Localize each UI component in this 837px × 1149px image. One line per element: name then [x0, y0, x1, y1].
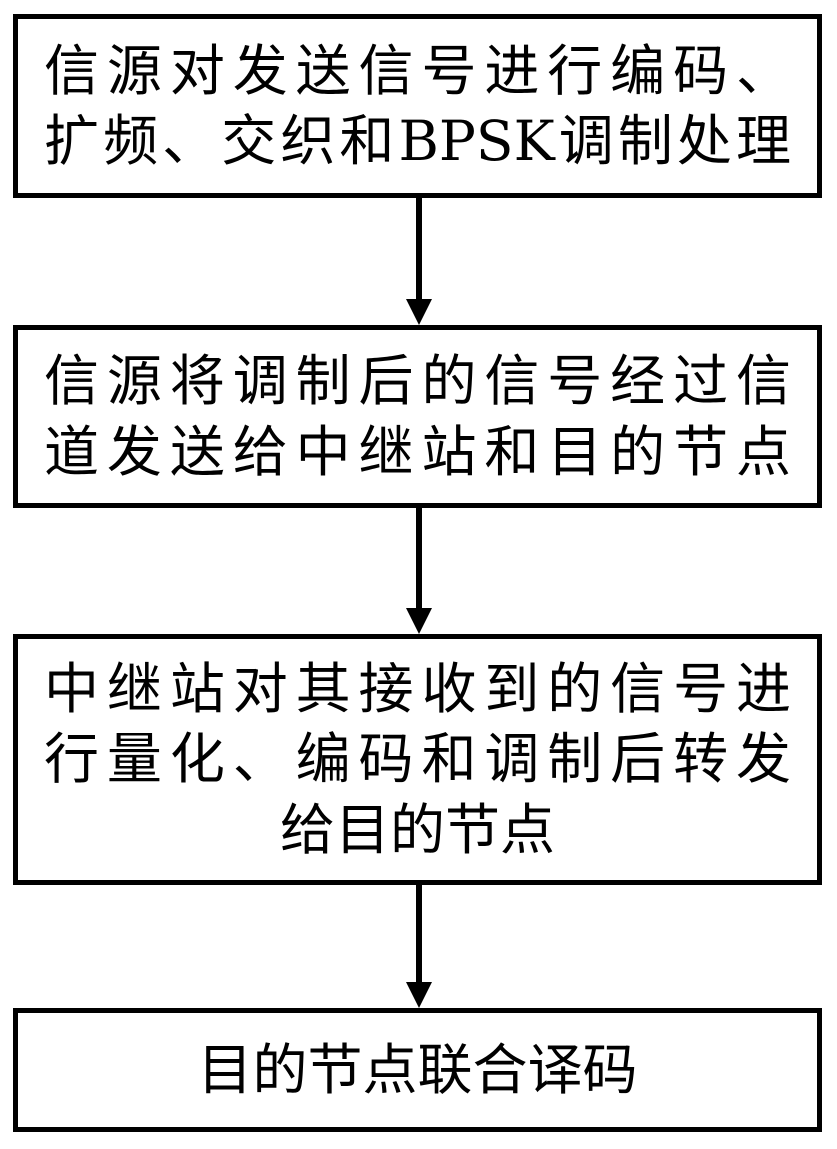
text-line: 给目的节点 [279, 797, 555, 862]
arrow-connector-1 [406, 198, 432, 325]
text-line: 目的节点联合译码 [197, 1037, 638, 1102]
arrow-stem [416, 508, 422, 608]
process-box-source-encoding-text: 信源对发送信号进行编码、 扩频、交织和BPSK调制处理 [18, 36, 817, 177]
arrow-stem [416, 885, 422, 982]
arrow-connector-3 [406, 885, 432, 1008]
text-line: 中继站对其接收到的信号进 [44, 656, 791, 721]
process-box-destination-decoding: 目的节点联合译码 [13, 1008, 822, 1132]
process-box-relay-forward-text: 中继站对其接收到的信号进 行量化、编码和调制后转发 给目的节点 [18, 654, 817, 865]
arrow-stem [416, 198, 422, 299]
text-line: 信源对发送信号进行编码、 [44, 38, 791, 103]
process-box-destination-decoding-text: 目的节点联合译码 [18, 1035, 817, 1105]
process-box-source-transmit: 信源将调制后的信号经过信 道发送给中继站和目的节点 [13, 325, 822, 508]
text-line: 扩频、交织和BPSK调制处理 [44, 109, 791, 173]
arrow-connector-2 [406, 508, 432, 634]
process-box-source-transmit-text: 信源将调制后的信号经过信 道发送给中继站和目的节点 [18, 346, 817, 487]
process-box-source-encoding: 信源对发送信号进行编码、 扩频、交织和BPSK调制处理 [13, 14, 822, 198]
text-line: 信源将调制后的信号经过信 [44, 349, 791, 414]
arrow-head-down-icon [406, 299, 432, 325]
arrow-head-down-icon [406, 982, 432, 1008]
text-line: 道发送给中继站和目的节点 [44, 419, 791, 484]
process-box-relay-forward: 中继站对其接收到的信号进 行量化、编码和调制后转发 给目的节点 [13, 634, 822, 885]
arrow-head-down-icon [406, 608, 432, 634]
text-line: 行量化、编码和调制后转发 [44, 727, 791, 792]
